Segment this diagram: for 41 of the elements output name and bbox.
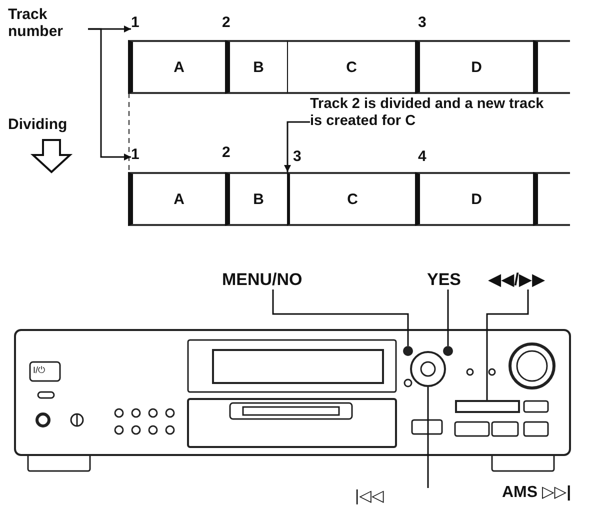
leader-line xyxy=(427,387,429,488)
arrow xyxy=(88,28,131,160)
track-segment xyxy=(415,172,533,226)
track-segment xyxy=(287,40,415,94)
track-number: 2 xyxy=(222,14,230,32)
track-number: 1 xyxy=(131,14,140,32)
segment-label: A xyxy=(174,190,184,208)
leader-line xyxy=(486,290,529,400)
skip-buttons xyxy=(455,400,520,413)
segment-label: C xyxy=(346,58,357,76)
button-symbol: I/⏻ xyxy=(33,365,46,376)
track-number: 3 xyxy=(293,148,302,166)
track-segment xyxy=(225,40,287,94)
segment-label: D xyxy=(471,58,482,76)
button-label: AMS ▷▷| xyxy=(502,484,572,502)
segment-label: A xyxy=(174,58,184,76)
button-label: MENU/NO xyxy=(222,270,302,290)
button-label: |◁◁ xyxy=(355,488,384,506)
leader-text: Track number xyxy=(8,6,88,40)
leader-line xyxy=(447,290,449,346)
note-text: Track 2 is divided and a new track is created for C xyxy=(310,96,546,130)
track-number: 1 xyxy=(131,146,140,164)
track-segment xyxy=(533,172,570,226)
track-segment xyxy=(225,172,287,226)
step-label: Dividing xyxy=(8,116,68,134)
track-number: 4 xyxy=(418,148,426,166)
segment-label: B xyxy=(253,190,264,208)
leader-line xyxy=(272,290,409,346)
track-segment xyxy=(415,40,533,94)
segment-label: C xyxy=(347,190,358,208)
segment-label: D xyxy=(471,190,482,208)
button-label: YES xyxy=(427,270,462,290)
track-segment xyxy=(128,40,225,94)
segment-label: B xyxy=(253,58,264,76)
track-segment xyxy=(533,40,570,94)
track-number: 3 xyxy=(418,14,426,32)
track-segment xyxy=(128,172,225,226)
track-segment xyxy=(287,172,415,226)
button-label: ◀◀/▶▶ xyxy=(488,270,546,290)
track-number: 2 xyxy=(222,144,230,162)
arrow xyxy=(284,121,310,172)
